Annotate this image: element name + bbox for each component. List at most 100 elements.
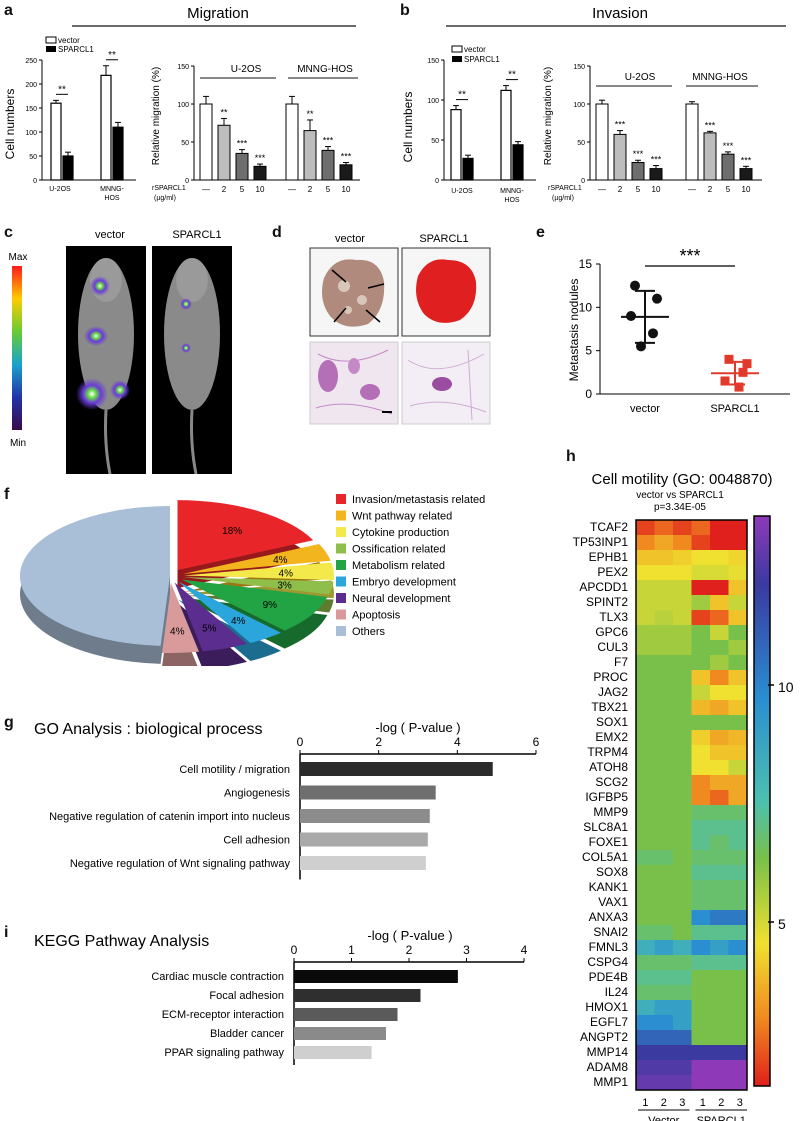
legend-a: vector SPARCL1 [45, 36, 94, 54]
sig-label: *** [679, 246, 700, 266]
point-sparcl1 [724, 354, 734, 364]
heat-cell [691, 520, 711, 536]
heat-cell [710, 580, 729, 596]
gene-label: F7 [614, 655, 628, 669]
heat-cell [654, 625, 674, 641]
heat-cell [728, 1000, 748, 1016]
heat-cell [728, 1045, 748, 1061]
heat-cell [728, 655, 748, 671]
heat-cell [673, 820, 692, 836]
heat-cell [673, 700, 692, 716]
heat-cell [710, 550, 729, 566]
gene-label: CUL3 [597, 640, 628, 654]
heat-cell [636, 745, 655, 761]
gene-label: ANXA3 [589, 910, 629, 924]
legend-label: Ossification related [352, 544, 446, 556]
heat-cell [710, 625, 729, 641]
a-x-mnng1: MNNG- [100, 186, 124, 193]
column-label: 2 [718, 1097, 724, 1109]
heat-cell [691, 910, 711, 926]
b-x-u2os: U-2OS [451, 188, 473, 195]
heat-cell [728, 520, 748, 536]
heat-cell [691, 610, 711, 626]
heat-cell [691, 895, 711, 911]
a-right-ylabel: Relative migration (%) [151, 67, 162, 165]
gene-label: MMP1 [593, 1075, 628, 1089]
x-tick-label: 2 [406, 943, 413, 957]
x-tick-label: 2 [618, 185, 623, 194]
heat-cell [673, 745, 692, 761]
heat-cell [654, 910, 674, 926]
heat-cell [673, 850, 692, 866]
heat-cell [691, 745, 711, 761]
heat-cell [691, 1060, 711, 1076]
heat-cell [691, 1015, 711, 1031]
heat-cell [654, 745, 674, 761]
lung-sparcl1-label: SPARCL1 [419, 233, 468, 245]
b-x-mnng2: HOS [504, 197, 520, 204]
scale-min-label: Min [10, 438, 26, 449]
heat-cell [636, 1015, 655, 1031]
heat-cell [673, 790, 692, 806]
heat-cell [691, 880, 711, 896]
bar-u-2os-1 [217, 124, 231, 181]
heat-cell [728, 895, 748, 911]
heat-cell [673, 730, 692, 746]
legend-label: Cytokine production [352, 527, 449, 539]
bar-mnng-hos-1 [703, 132, 717, 181]
heat-cell [710, 1060, 729, 1076]
y-tick-label: 5 [585, 344, 592, 358]
heat-cell [728, 955, 748, 971]
heat-cell [673, 565, 692, 581]
heat-cell [728, 970, 748, 986]
bar-vector [450, 108, 462, 181]
gene-label: FOXE1 [589, 835, 629, 849]
heat-cell [728, 985, 748, 1001]
x-tick-label: 2 [222, 185, 227, 194]
panel-letter-i: i [4, 924, 9, 941]
sig-label: *** [705, 120, 716, 130]
pie-label: 4% [231, 616, 246, 627]
bar [300, 809, 430, 823]
heat-cell [636, 820, 655, 836]
panel-i: KEGG Pathway Analysis -log ( P-value ) 0… [34, 928, 528, 1065]
sig-label: ** [508, 70, 516, 81]
sig-label: *** [723, 141, 734, 151]
heat-cell [728, 610, 748, 626]
y-tick-label: 100 [177, 102, 189, 109]
x-tick-label: 0 [291, 943, 298, 957]
bar-mnng-hos-3 [339, 164, 353, 181]
heat-cell [654, 970, 674, 986]
heat-cell [636, 895, 655, 911]
lung-vector-histology [309, 341, 399, 425]
bar-vector [500, 89, 512, 181]
migration-title: Migration [187, 5, 249, 22]
sig-label: ** [108, 50, 116, 61]
heat-cell [636, 790, 655, 806]
y-tick-label: 0 [581, 178, 585, 185]
heat-cell [728, 550, 748, 566]
legend-label: Wnt pathway related [352, 511, 452, 523]
heat-cell [728, 940, 748, 956]
panel-g: GO Analysis : biological process -log ( … [34, 720, 540, 880]
h-subtitle: vector vs SPARCL1 [636, 490, 724, 501]
y-tick-label: 0 [435, 178, 439, 185]
heat-cell [691, 655, 711, 671]
column-label: 1 [642, 1097, 648, 1109]
heat-cell [636, 925, 655, 941]
heat-cell [691, 565, 711, 581]
heat-cell [728, 880, 748, 896]
heat-cell [691, 535, 711, 551]
heat-cell [636, 1060, 655, 1076]
heat-cell [691, 820, 711, 836]
group-label-sparcl1: SPARCL1 [697, 1115, 746, 1121]
category-label: PPAR signaling pathway [164, 1047, 284, 1059]
x-tick-label: 0 [297, 735, 304, 749]
heat-cell [710, 1045, 729, 1061]
pie-slice [177, 500, 314, 571]
heat-cell [673, 805, 692, 821]
heat-cell [728, 625, 748, 641]
legend-label: Neural development [352, 593, 450, 605]
a-left-ylabel: Cell numbers [3, 89, 17, 160]
